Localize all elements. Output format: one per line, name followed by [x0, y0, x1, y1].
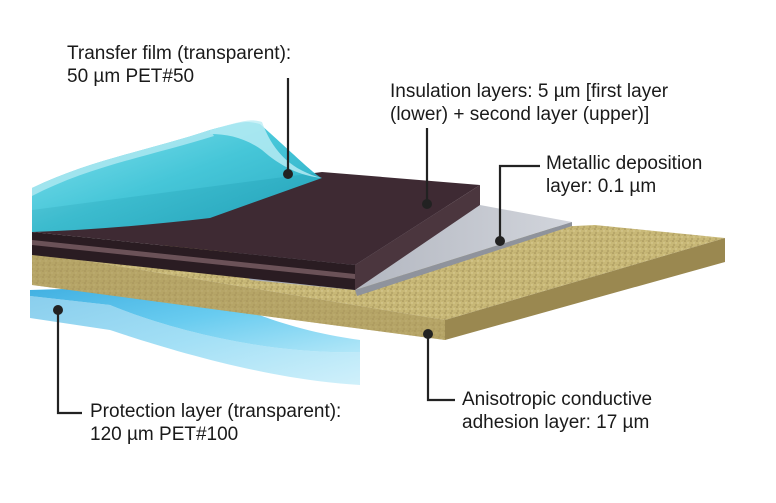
transfer-film-edge — [32, 130, 214, 196]
transfer-film-curl — [210, 120, 322, 178]
adhesion-marker — [423, 329, 433, 339]
adhesion-layer-end — [445, 238, 725, 340]
insulation-label-line2: (lower) + second layer (upper)] — [390, 104, 650, 125]
transfer-film — [32, 122, 322, 232]
anisotropic-label: Anisotropic conductive adhesion layer: 1… — [462, 388, 652, 434]
transfer-film-marker — [283, 169, 293, 179]
protection-marker — [53, 305, 63, 315]
insulation-label-line1: Insulation layers: 5 µm [first layer — [390, 81, 669, 102]
metallic-marker — [495, 236, 505, 246]
transfer-film-label-line2: 50 µm PET#50 — [67, 66, 195, 87]
protection-label-line1: Protection layer (transparent): — [90, 401, 342, 422]
metallic-label-line2: layer: 0.1 µm — [546, 176, 657, 197]
metallic-label: Metallic deposition layer: 0.1 µm — [546, 152, 702, 198]
insulation-marker — [422, 199, 432, 209]
metallic-label-line1: Metallic deposition — [546, 153, 703, 174]
protection-label: Protection layer (transparent): 120 µm P… — [90, 400, 341, 446]
anisotropic-label-line2: adhesion layer: 17 µm — [462, 412, 650, 433]
anisotropic-label-line1: Anisotropic conductive — [462, 389, 653, 410]
adhesion-layer-side-grain — [32, 252, 445, 340]
insulation-layer-top — [32, 172, 480, 265]
metallic-layer-edge — [355, 222, 572, 296]
transfer-film-label-line1: Transfer film (transparent): — [67, 43, 292, 64]
protection-layer — [30, 285, 360, 353]
insulation-label: Insulation layers: 5 µm [first layer (lo… — [390, 80, 668, 126]
protection-layer-curl — [30, 296, 360, 385]
insulation-layer-end — [355, 185, 480, 290]
leader-dots — [53, 169, 505, 339]
leader-lines — [56, 78, 540, 415]
insulation-layer-separator — [32, 240, 355, 279]
transfer-film-label: Transfer film (transparent): 50 µm PET#5… — [67, 42, 291, 88]
protection-label-line2: 120 µm PET#100 — [90, 424, 239, 445]
